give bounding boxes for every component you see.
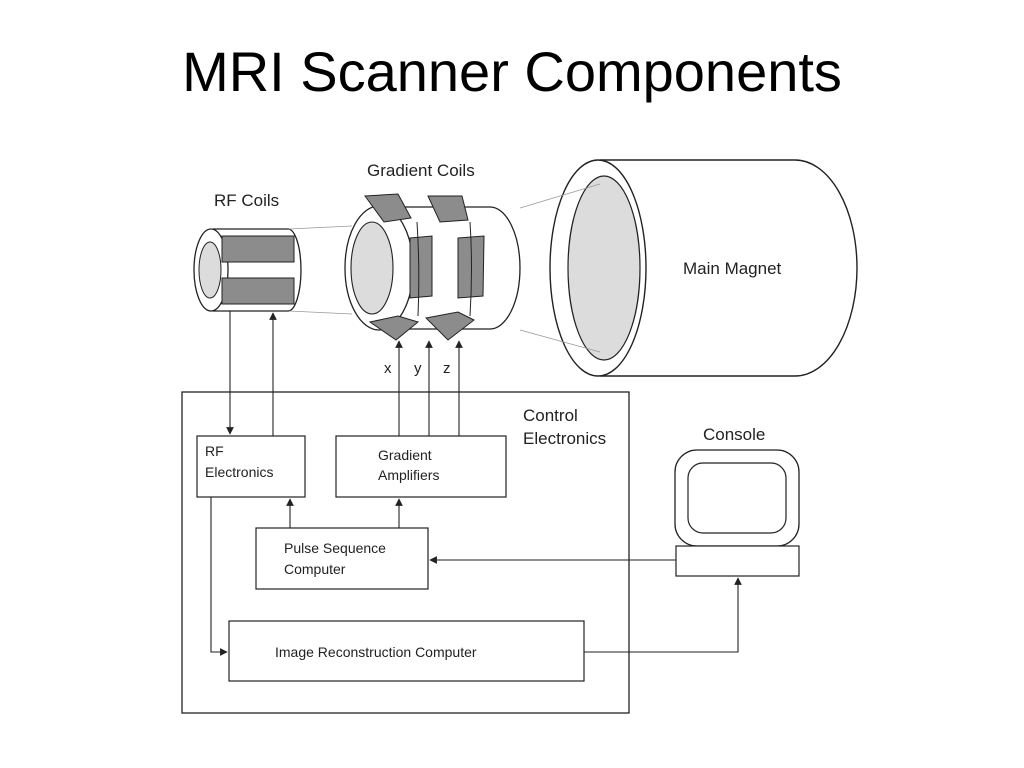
arrow-rf-electronics-to-image-reconstruction [210,497,228,656]
control-electronics-label-line1: Control [523,406,578,425]
image-reconstruction-computer-box [228,620,585,682]
image-reconstruction-label: Image Reconstruction Computer [275,644,477,660]
projection-lines [288,183,601,353]
connection-arrows [210,311,742,656]
main-magnet [549,159,858,377]
gradient-axis-x-label: x [384,360,392,377]
gradient-amplifiers-box [335,435,507,498]
rf-electronics-label-line1: RF [205,443,224,459]
control-electronics-box [181,391,630,714]
gradient-axis-z-label: z [443,360,451,377]
pulse-sequence-computer-box [255,527,429,590]
gradient-coils [344,193,521,341]
console-label: Console [703,425,765,444]
gradient-amplifiers-label-line2: Amplifiers [378,467,439,483]
rf-electronics-label-line2: Electronics [205,464,273,480]
rf-electronics-box [196,435,306,498]
pulse-sequence-label-line2: Computer [284,561,346,577]
console [674,449,800,577]
control-electronics-label-line2: Electronics [523,429,606,448]
main-magnet-label: Main Magnet [683,259,782,278]
gradient-axis-y-label: y [414,360,422,377]
slide-title: MRI Scanner Components [182,40,842,103]
console-base [675,545,800,577]
arrow-image-reconstruction-to-console [584,577,742,653]
rf-coils-label: RF Coils [214,191,279,210]
rf-coils [193,228,302,312]
console-screen [687,462,787,534]
gradient-coils-label: Gradient Coils [367,161,475,180]
gradient-amplifiers-label-line1: Gradient [378,447,432,463]
pulse-sequence-label-line1: Pulse Sequence [284,540,386,556]
